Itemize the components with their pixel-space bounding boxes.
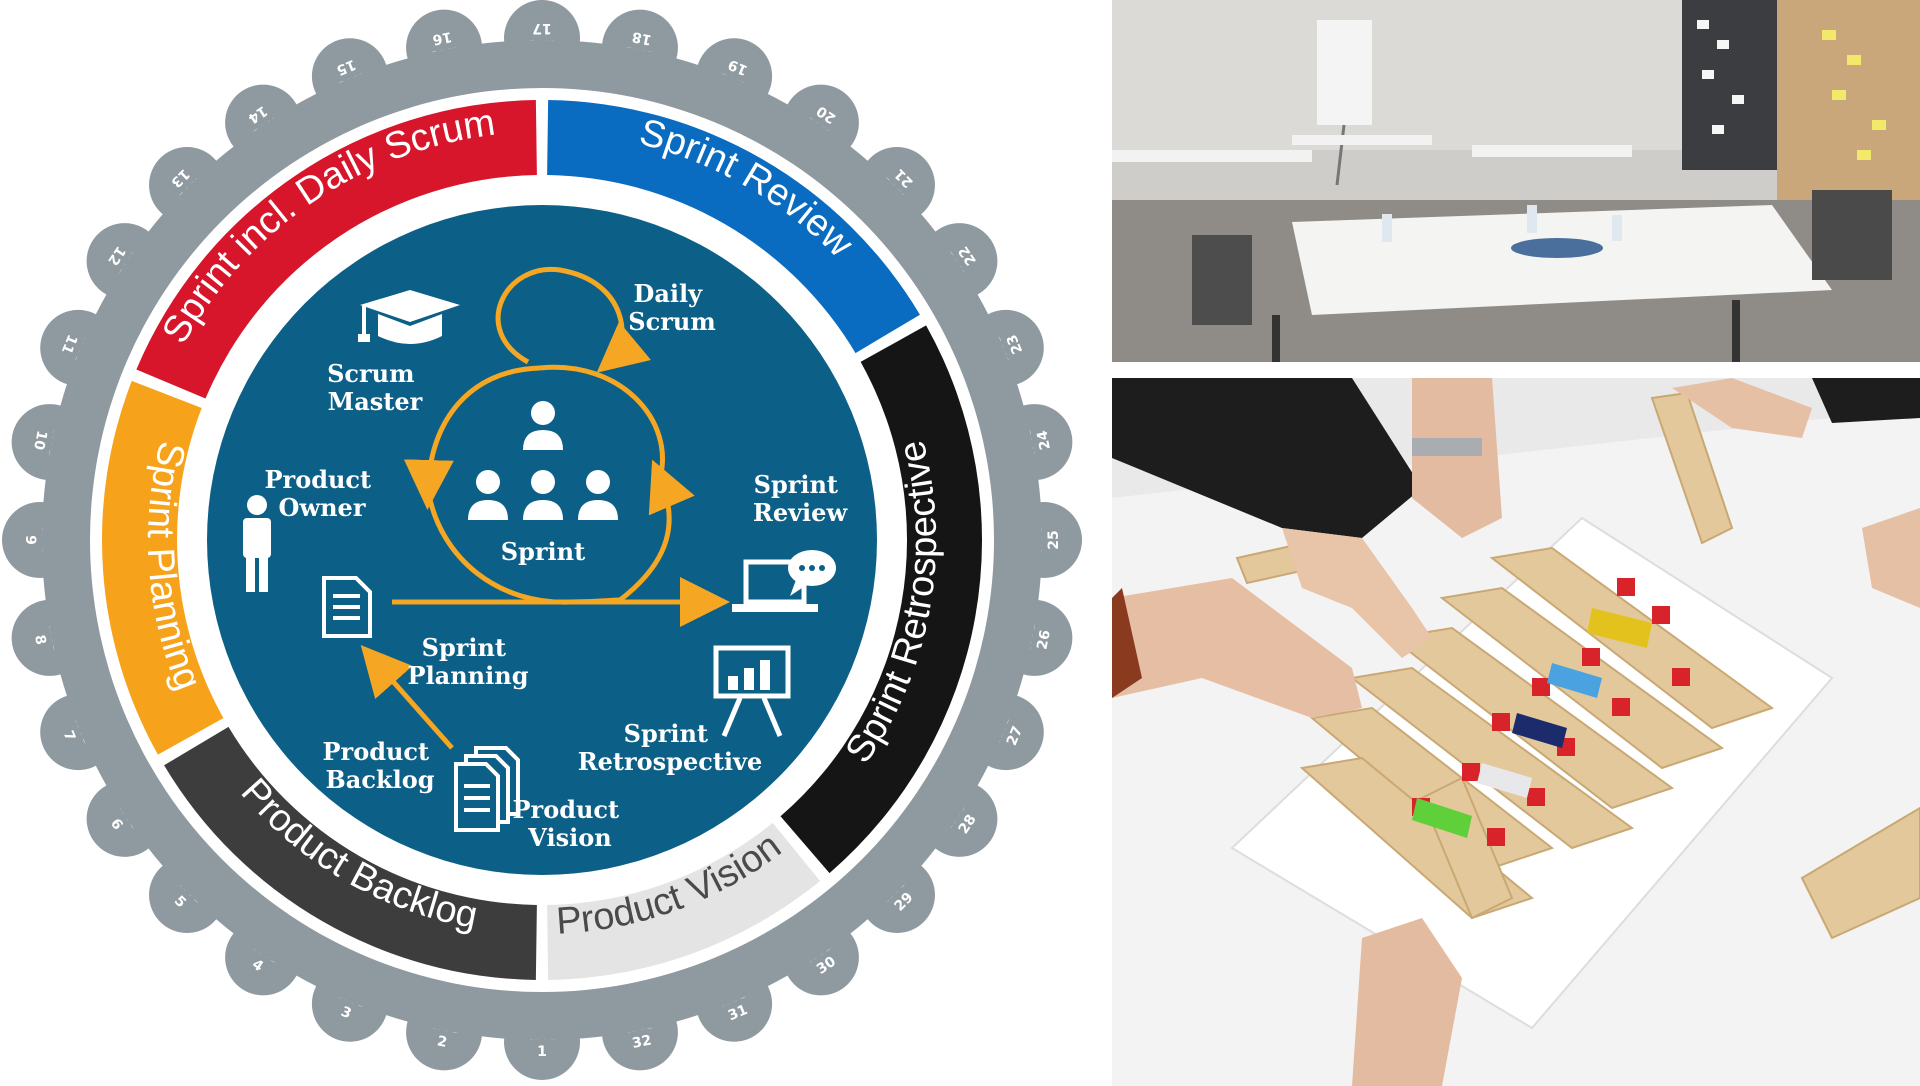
sprint-review-label: Sprint Review [753,470,849,527]
person-icon [243,495,271,592]
product-owner-label: Product Owner [265,465,380,522]
sprint-label: Sprint [501,537,585,566]
phase-segment [136,100,537,399]
graduation-cap-icon [358,290,460,344]
inner-disc [207,205,877,875]
daily-scrum-loop-arrow [495,266,652,373]
daily-scrum-label: Daily Scrum [628,279,715,336]
flipchart [1317,20,1372,125]
wooden-blocks-toy-cars-photo [1112,378,1920,1086]
toy-cars [1412,608,1652,838]
training-room-photo [1112,0,1920,362]
backlog-to-planning-arrow [360,645,454,750]
phase-segment [547,822,821,980]
document-icon [322,576,372,638]
phase-segment [780,325,982,874]
product-vision-label: Product Vision [513,795,628,852]
inner-labels: Daily Scrum Scrum Master Product Owner S… [265,279,849,852]
sprint-cycle-arrow-right [618,459,695,602]
phase-segment [164,726,537,980]
presentation-chart-icon [713,645,791,737]
phase-segment [102,380,224,755]
sprint-planning-label: Sprint Planning [408,633,529,690]
pinboard-cork [1777,0,1920,200]
scrum-wheel-diagram: TAG1TAG2TAG3TAG4TAG5TAG6TAG7TAG8TAG9TAG1… [2,0,1082,1080]
team-icon [468,401,618,520]
training-table [1292,205,1832,315]
sprint-cycle-arrow-left [403,365,541,510]
product-backlog-label: Product Backlog [323,737,438,794]
document-stack-icon [454,746,520,832]
hands [1112,378,1920,1086]
sprint-retrospective-label: Sprint Retrospective [578,719,763,776]
phase-segment [547,100,920,354]
scrum-master-label: Scrum Master [327,359,423,416]
laptop-chat-icon [732,550,836,612]
